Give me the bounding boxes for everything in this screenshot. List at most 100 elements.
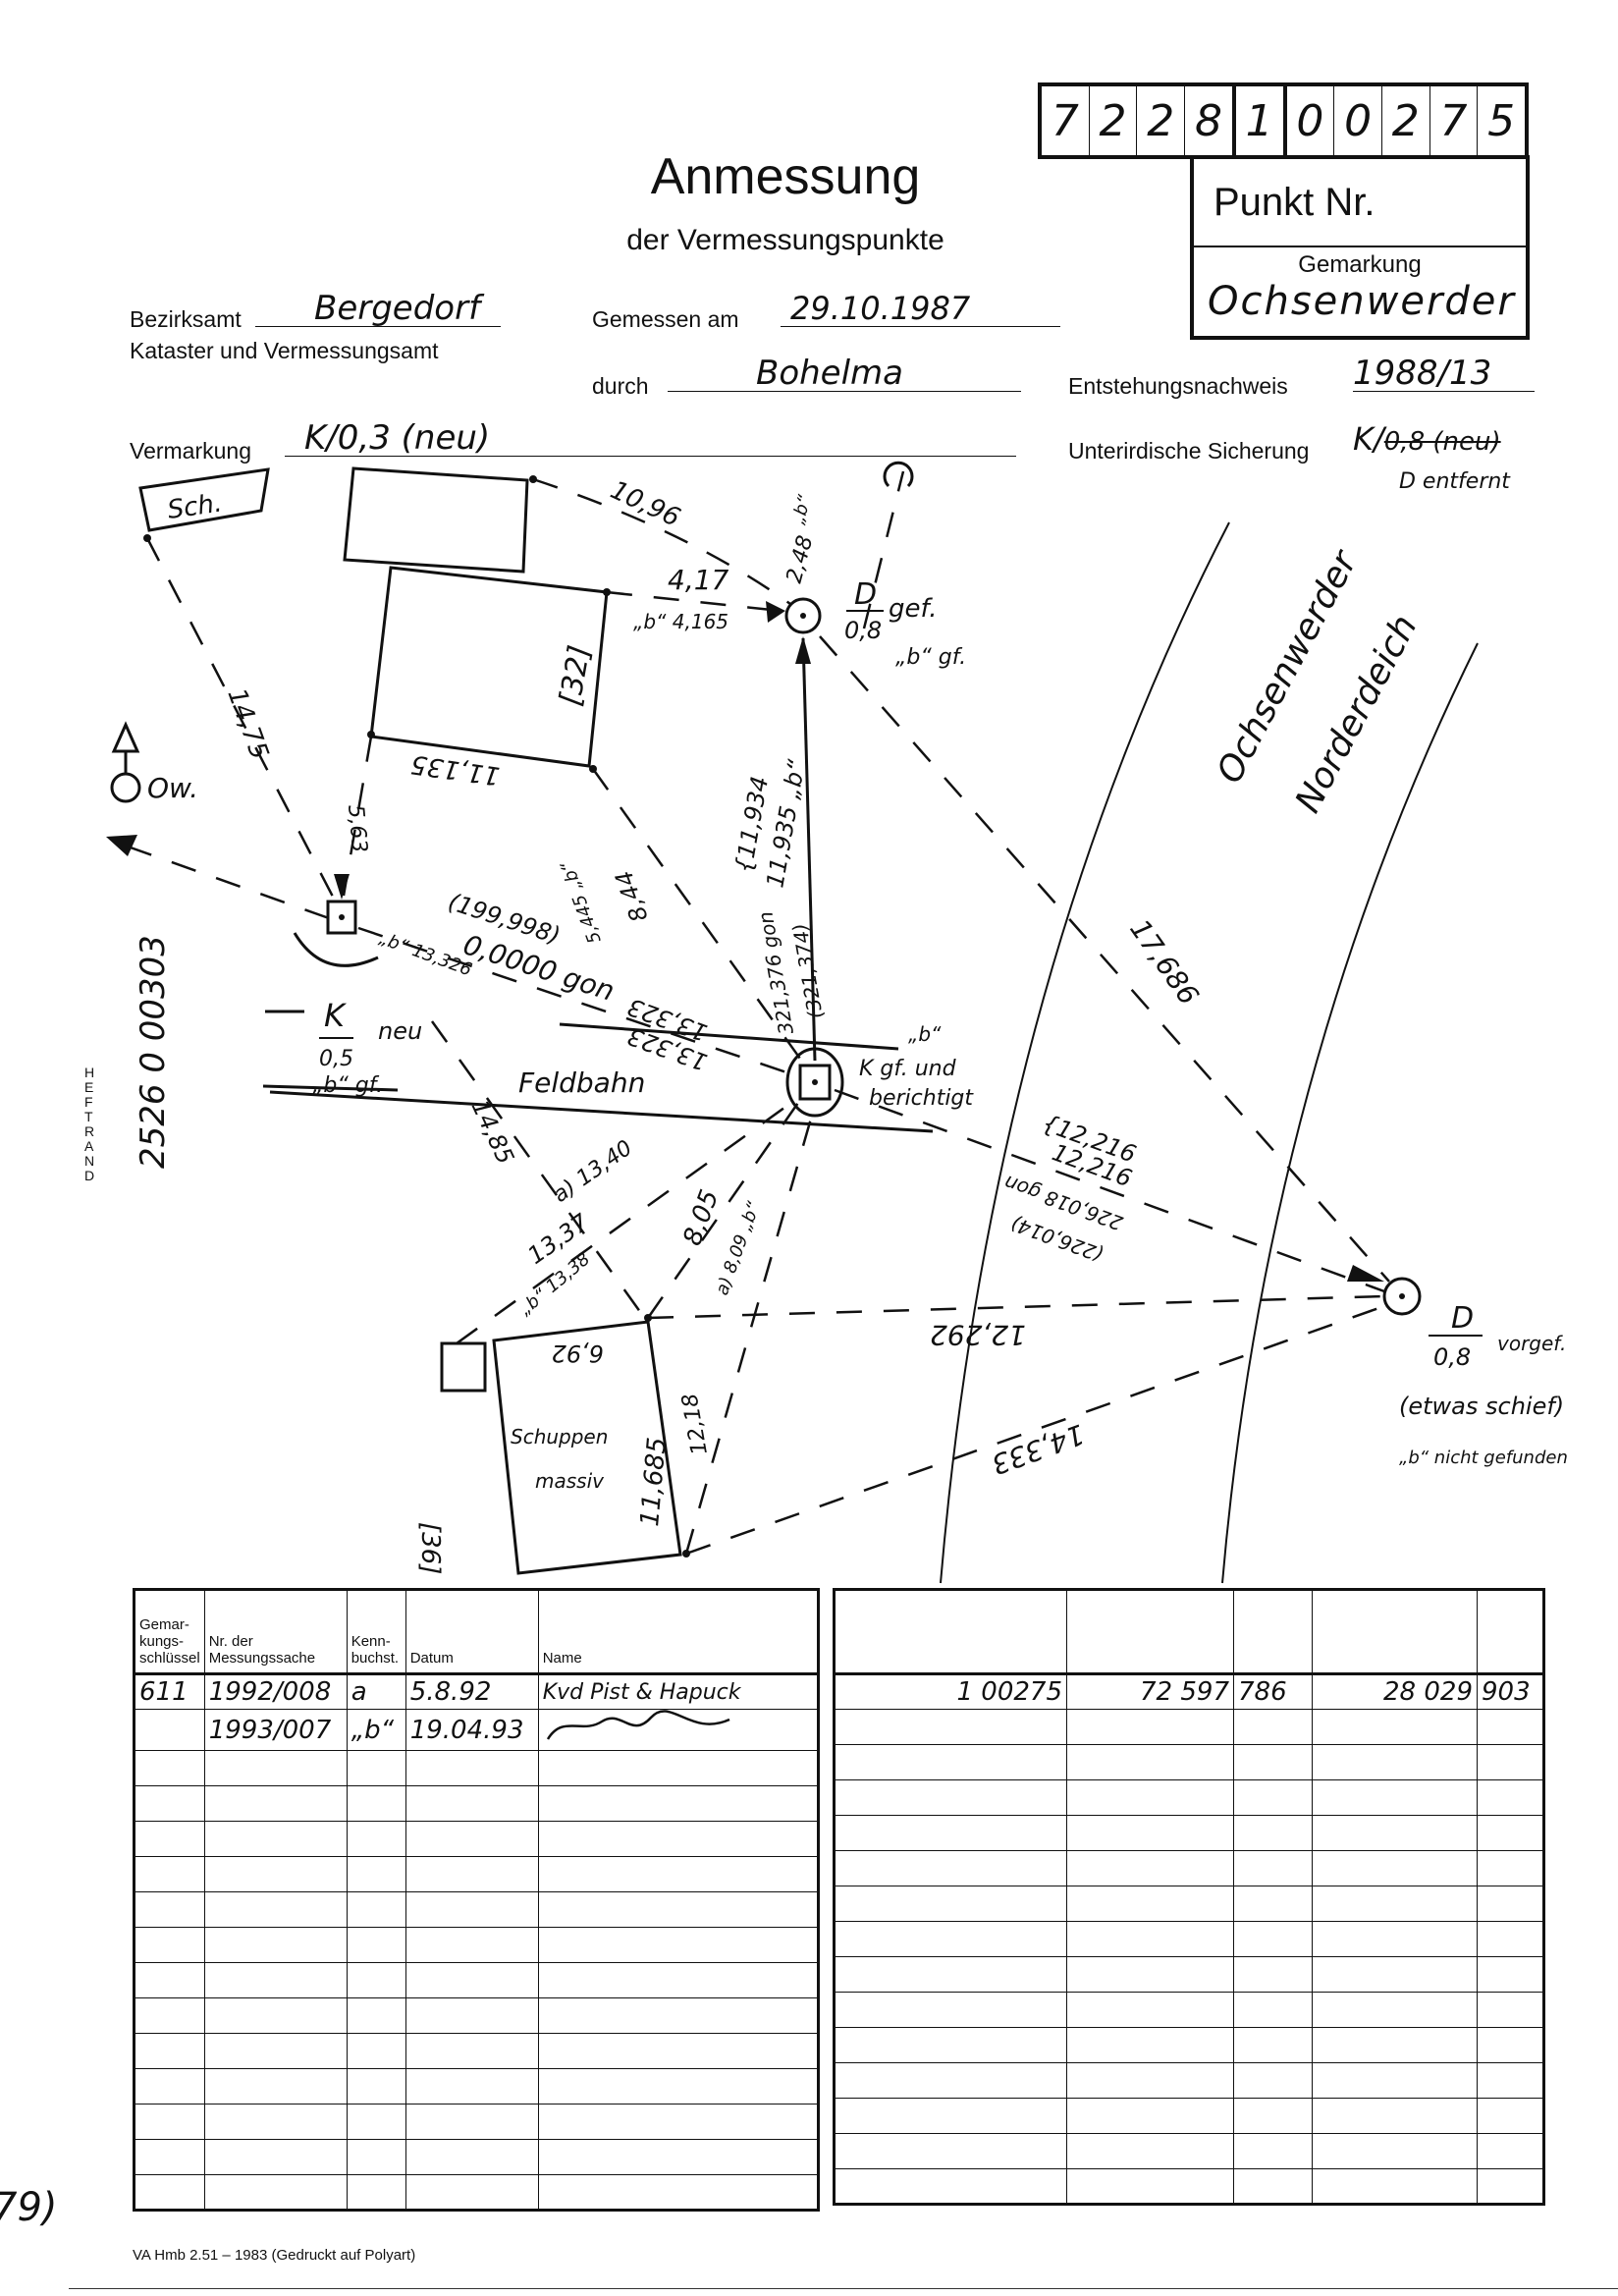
- label: 14,333: [988, 1417, 1089, 1481]
- label: 0,8: [1433, 1343, 1471, 1371]
- ow-point-icon: [110, 772, 141, 803]
- empty-row: [134, 1962, 820, 1998]
- label: neu: [378, 1017, 422, 1045]
- shed-sch: [138, 467, 270, 532]
- label: D: [1451, 1301, 1474, 1336]
- sketch-labels: Sch. 10,96 4,17 „b“ 4,165 2,48 „b“ D 0,8…: [147, 475, 1568, 1574]
- empty-cell: [537, 1856, 820, 1892]
- gemarkung-label: Gemarkung: [1298, 251, 1422, 278]
- empty-cell: [346, 2104, 406, 2140]
- empty-cell: [1312, 2168, 1478, 2205]
- empty-cell: [1066, 1815, 1234, 1851]
- empty-cell: [203, 2068, 348, 2105]
- empty-cell: [1233, 1992, 1313, 2028]
- empty-row: [834, 2133, 1544, 2169]
- empty-cell: [203, 1856, 348, 1892]
- bottom-note: 79): [0, 2185, 58, 2230]
- durch-signature: Bohelma: [668, 355, 1021, 392]
- empty-cell: [346, 1856, 406, 1892]
- empty-cell: [134, 2174, 205, 2211]
- empty-cell: [404, 2104, 539, 2140]
- cell-nr: 1992/008: [203, 1673, 348, 1710]
- empty-cell: [203, 1927, 348, 1963]
- empty-cell: [834, 2168, 1067, 2205]
- column-header: Nr. der Messungssache: [203, 1589, 348, 1675]
- empty-row: [134, 1927, 820, 1963]
- empty-cell: [1477, 2098, 1544, 2134]
- empty-cell: [404, 2068, 539, 2105]
- page-edge-line: [69, 2288, 1618, 2289]
- digit: 7: [1042, 86, 1090, 155]
- entstehung-value: 1988/13: [1353, 355, 1535, 392]
- column-header: Name: [537, 1589, 820, 1675]
- empty-cell: [1233, 2133, 1313, 2169]
- empty-cell: [1066, 1779, 1234, 1816]
- empty-cell: [537, 2033, 820, 2069]
- empty-cell: [834, 1956, 1067, 1993]
- label: a) 13,40: [549, 1136, 637, 1208]
- punkt-label: Punkt Nr.: [1194, 159, 1526, 247]
- empty-row: [134, 1856, 820, 1892]
- empty-cell: [1312, 1992, 1478, 2028]
- empty-row: [134, 1891, 820, 1928]
- empty-row: [834, 2027, 1544, 2063]
- digit: 2: [1090, 86, 1138, 155]
- survey-sketch: Sch. 10,96 4,17 „b“ 4,165 2,48 „b“ D 0,8…: [106, 461, 1568, 1584]
- building-upper: [343, 466, 529, 574]
- label: „b“ nicht gefunden: [1399, 1448, 1568, 1468]
- gemessen-value: 29.10.1987: [781, 291, 1060, 327]
- empty-cell: [537, 1962, 820, 1998]
- empty-cell: [404, 1891, 539, 1928]
- label: 10,96: [606, 475, 684, 533]
- lamp-icon: [883, 461, 914, 488]
- empty-cell: [203, 1962, 348, 1998]
- arrow-icon: [766, 601, 785, 623]
- label: 11,135: [409, 748, 502, 790]
- label: 8,44: [610, 867, 654, 926]
- empty-row: [834, 1815, 1544, 1851]
- empty-cell: [1233, 2062, 1313, 2099]
- empty-cell: [1312, 2027, 1478, 2063]
- building-32: [369, 566, 609, 768]
- vermarkung-value: K/0,3 (neu): [285, 420, 1016, 457]
- label: „b“ 4,165: [633, 610, 728, 633]
- empty-cell: [834, 1921, 1067, 1957]
- empty-cell: [834, 1815, 1067, 1851]
- cell-datum: 5.8.92: [404, 1673, 539, 1710]
- digit: 1: [1236, 86, 1287, 155]
- arrow-icon: [795, 636, 811, 664]
- empty-cell: [1477, 2062, 1544, 2099]
- empty-cell: [404, 1750, 539, 1786]
- durch-label: durch: [592, 373, 649, 399]
- empty-cell: [134, 1785, 205, 1822]
- empty-cell: [1312, 1709, 1478, 1745]
- label: Ow.: [147, 772, 198, 804]
- empty-cell: [134, 1997, 205, 2034]
- label: 5,445 „b“: [557, 858, 606, 947]
- empty-cell: [1066, 1709, 1234, 1745]
- empty-cell: [1233, 1779, 1313, 1816]
- measurement-table: Gemar- kungs- schlüssel Nr. der Messungs…: [133, 1588, 820, 2212]
- empty-cell: [537, 2104, 820, 2140]
- empty-cell: [1233, 2168, 1313, 2205]
- empty-cell: [1477, 1744, 1544, 1780]
- label: K: [324, 997, 348, 1034]
- empty-row: [134, 2033, 820, 2069]
- empty-cell: [1312, 1921, 1478, 1957]
- arrow-icon: [334, 874, 350, 900]
- label: 12,292: [930, 1319, 1026, 1351]
- label: „b“: [788, 492, 816, 526]
- cell-gk: 611: [134, 1673, 205, 1710]
- label: D: [854, 577, 877, 612]
- empty-cell: [537, 2068, 820, 2105]
- empty-row: [134, 2068, 820, 2105]
- empty-cell: [834, 1779, 1067, 1816]
- building-schuppen: [492, 1320, 682, 1575]
- cell-hoch-dec: 786: [1233, 1673, 1313, 1710]
- empty-cell: [834, 1992, 1067, 2028]
- empty-cell: [1233, 2098, 1313, 2134]
- label: 0,5: [319, 1047, 353, 1071]
- empty-cell: [1233, 1709, 1313, 1745]
- label: 5,63: [343, 803, 371, 853]
- punkt-box: Punkt Nr. Gemarkung Ochsenwerder: [1190, 155, 1530, 340]
